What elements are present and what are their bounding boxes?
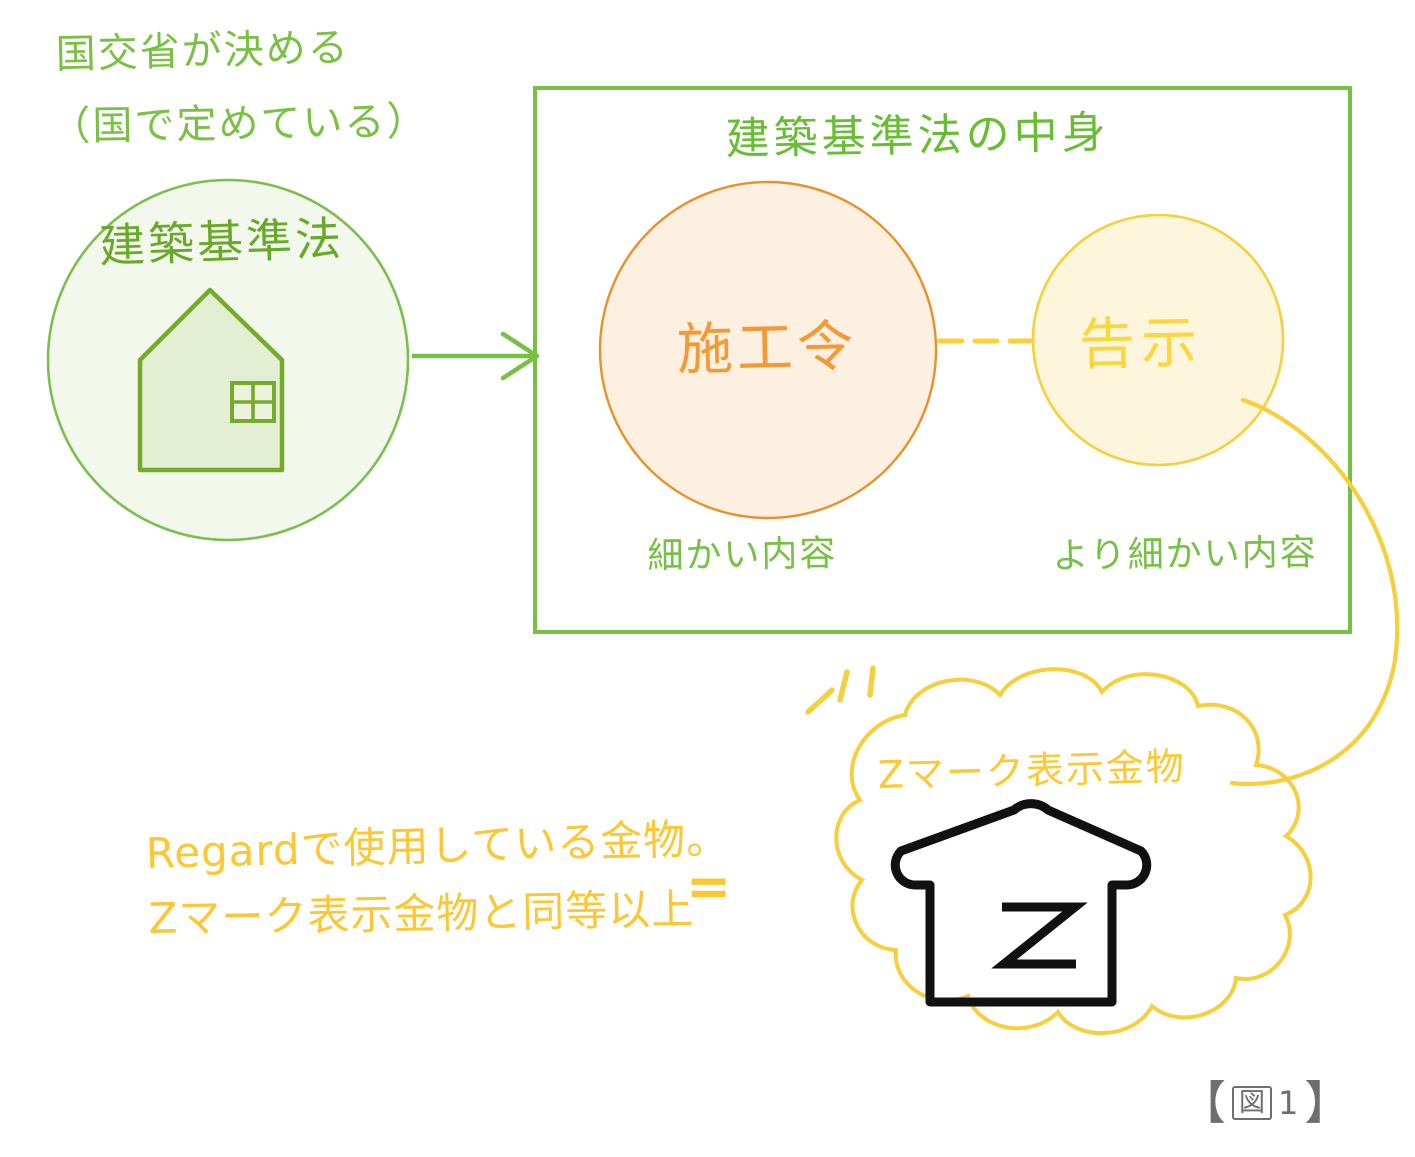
figure-badge: 【 図 1 】 [1180, 1080, 1350, 1126]
orange-circle-shape [598, 180, 938, 520]
figure-kanji: 図 [1232, 1085, 1273, 1121]
yellow-sweep-curve [1229, 397, 1400, 786]
z-mark-logo [890, 799, 1152, 1007]
main-box [533, 86, 1352, 634]
yellow-circle-shape [1031, 213, 1285, 467]
sparkle-icon [805, 665, 876, 715]
house-icon [137, 287, 285, 473]
flow-arrow [412, 331, 540, 381]
cloud-shape [834, 667, 1313, 1035]
figure-bracket-right: 】 [1304, 1076, 1351, 1130]
figure-bracket-left: 【 [1180, 1076, 1226, 1130]
figure-number: 1 [1278, 1084, 1299, 1122]
